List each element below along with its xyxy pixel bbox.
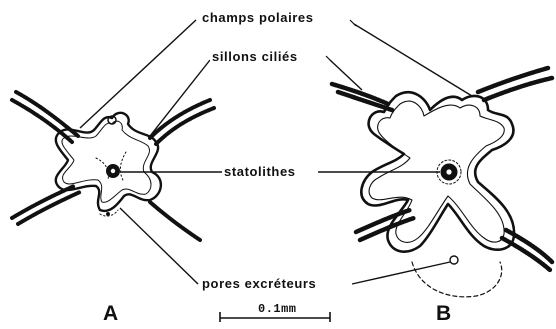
- label-polar-fields: champs polaires: [200, 10, 316, 25]
- organism-b: [332, 68, 552, 297]
- label-ticks: [326, 20, 356, 62]
- organism-a: [12, 92, 214, 240]
- label-ciliated-grooves: sillons ciliés: [210, 49, 300, 64]
- panel-label-b: B: [436, 303, 451, 325]
- dotted-traces-a: [96, 152, 126, 216]
- panel-label-a: A: [103, 303, 118, 325]
- label-excretory-pores: pores excréteurs: [200, 276, 318, 291]
- excretory-pore-a: [106, 212, 110, 216]
- excretory-pore-b: [450, 256, 458, 264]
- label-statoliths: statolithes: [222, 164, 298, 179]
- scale-bar-label: 0.1mm: [258, 302, 297, 316]
